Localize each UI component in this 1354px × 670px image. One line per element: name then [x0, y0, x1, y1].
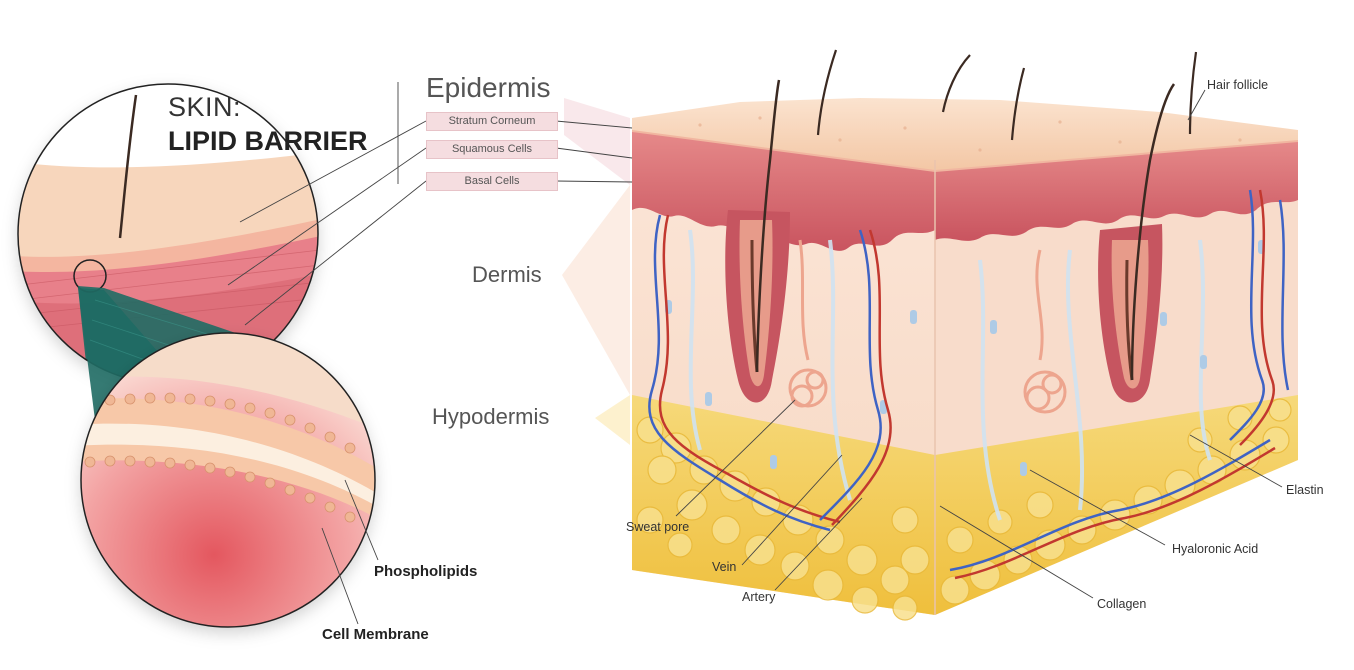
leader-lines	[227, 82, 1283, 625]
sweat-gland-front	[788, 239, 828, 408]
sweat-pore-label: Sweat pore	[626, 520, 690, 534]
squamous-cells-label: Squamous Cells	[426, 140, 558, 159]
hair-follicle-label: Hair follicle	[1207, 78, 1269, 92]
hypodermis-projection	[595, 395, 630, 445]
skin-block-front	[632, 118, 935, 621]
membrane-zoom-circle	[80, 332, 376, 628]
basal-cells-label: Basal Cells	[426, 172, 558, 191]
hyaluronic-acid-label: Hyaloronic Acid	[1172, 542, 1259, 556]
diagram-title-line1: SKIN:	[168, 92, 242, 122]
cell-membrane-label: Cell Membrane	[322, 626, 429, 643]
diagram-title-line2: LIPID BARRIER	[168, 126, 368, 156]
phospholipids-label: Phospholipids	[374, 563, 478, 580]
collagen-fibers	[688, 229, 1212, 521]
hypodermis-label: Hypodermis	[432, 404, 550, 429]
hair-follicle-right	[1098, 83, 1176, 403]
hair-follicle-left	[725, 79, 790, 403]
skin-surface	[632, 98, 1298, 170]
artery-label: Artery	[742, 590, 776, 604]
dermis-label: Dermis	[472, 262, 542, 287]
sweat-gland-side	[1023, 249, 1067, 414]
epidermis-projection	[564, 98, 630, 185]
surface-hairs	[816, 49, 1198, 141]
vein-label: Vein	[712, 560, 737, 574]
stratum-corneum-label: Stratum Corneum	[426, 112, 558, 131]
collagen-label: Collagen	[1097, 597, 1147, 611]
blood-vessels	[648, 189, 1290, 580]
elastin-label: Elastin	[1286, 483, 1324, 497]
epidermis-label: Epidermis	[426, 72, 551, 103]
dermis-projection	[562, 185, 630, 395]
surface-pores	[698, 116, 1242, 152]
